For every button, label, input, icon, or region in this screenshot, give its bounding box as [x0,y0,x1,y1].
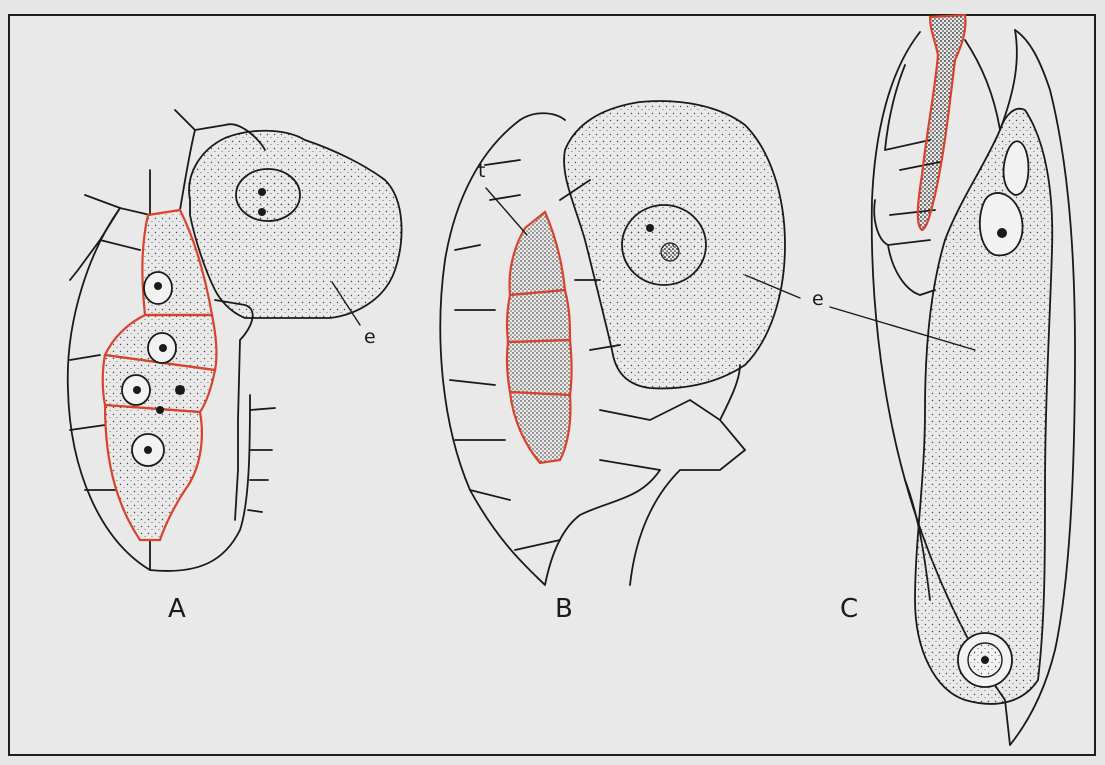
label-e-panel-a: e [364,328,376,347]
panel-label-c: C [840,596,858,622]
panel-b-tetrad-cell-2 [507,290,570,342]
panel-label-b: B [555,596,573,622]
panel-b-tetrad-cell-4 [510,392,571,463]
panel-a-tetrad-cell-4 [105,405,202,540]
panel-a-tetrad[interactable] [103,210,217,540]
label-t-panel-b: t [478,162,485,181]
panel-b-drawing [440,101,800,585]
panel-a-e-nucleus [236,169,300,221]
label-e-panel-b: e [812,290,824,309]
panel-c-drawing [830,15,1075,745]
panel-c-degenerating-tetrad[interactable] [918,15,966,230]
panel-c-embryo-sac-cell[interactable] [915,109,1052,704]
panel-b-tetrad[interactable] [507,212,572,463]
panel-a-embryo-sac-cell[interactable] [189,131,402,318]
panel-b-tetrad-cell-3 [507,340,572,395]
panel-label-a: A [168,596,186,622]
panel-a-drawing [68,110,402,571]
